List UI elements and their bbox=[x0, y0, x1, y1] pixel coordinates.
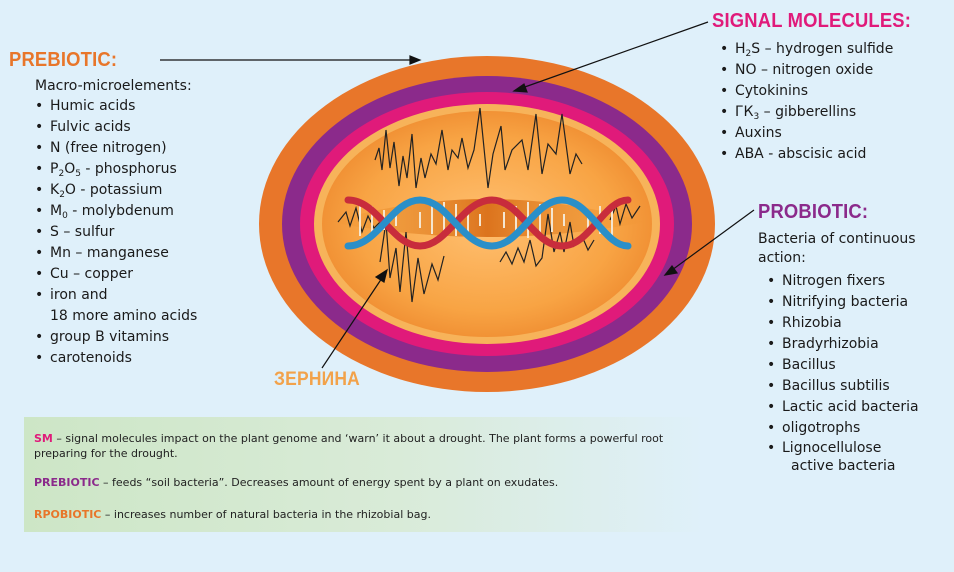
list-item: iron and bbox=[35, 285, 197, 306]
list-item: N (free nitrogen) bbox=[35, 138, 197, 159]
legend-box: SM – signal molecules impact on the plan… bbox=[24, 417, 704, 532]
prebiotic-subtitle: Macro-microelements: bbox=[35, 77, 197, 96]
list-item: P2O5 - phosphorus bbox=[35, 159, 197, 180]
list-item: group B vitamins bbox=[35, 327, 197, 348]
list-item: Bacillus subtilis bbox=[767, 376, 919, 397]
list-item: NO – nitrogen oxide bbox=[720, 60, 928, 81]
prebiotic-heading: PREBIOTIC: bbox=[9, 49, 182, 72]
probiotic-subtitle: Bacteria of continuous action: bbox=[758, 230, 919, 268]
list-item: K2O - potassium bbox=[35, 180, 197, 201]
signal-molecules-heading: SIGNAL MOLECULES: bbox=[712, 10, 911, 33]
list-item: Mn – manganese bbox=[35, 243, 197, 264]
list-item: ABA - abscisic acid bbox=[720, 144, 928, 165]
list-item: Humic acids bbox=[35, 96, 197, 117]
legend-prebiotic: PREBIOTIC – feeds “soil bacteria”. Decre… bbox=[34, 475, 694, 490]
list-item: Lignocellulose bbox=[767, 439, 919, 457]
prebiotic-panel: PREBIOTIC: Macro-microelements: Humic ac… bbox=[9, 49, 197, 369]
list-item: Lactic acid bacteria bbox=[767, 397, 919, 418]
list-item: Bacillus bbox=[767, 355, 919, 376]
probiotic-list: Nitrogen fixers Nitrifying bacteria Rhiz… bbox=[767, 271, 919, 475]
probiotic-heading: PROBIOTIC: bbox=[758, 201, 906, 224]
list-item: H2S – hydrogen sulfide bbox=[720, 39, 928, 60]
list-item: Cu – copper bbox=[35, 264, 197, 285]
list-item: oligotrophs bbox=[767, 418, 919, 439]
list-item: Nitrifying bacteria bbox=[767, 292, 919, 313]
list-item: S – sulfur bbox=[35, 222, 197, 243]
prebiotic-list: Humic acids Fulvic acids N (free nitroge… bbox=[35, 96, 197, 369]
list-item: Nitrogen fixers bbox=[767, 271, 919, 292]
list-item-continuation: active bacteria bbox=[767, 457, 919, 475]
list-item: Rhizobia bbox=[767, 313, 919, 334]
probiotic-panel: PROBIOTIC: Bacteria of continuous action… bbox=[758, 201, 919, 475]
seed-label: ЗЕРНИНА bbox=[274, 369, 360, 391]
list-item-continuation: 18 more amino acids bbox=[35, 306, 197, 327]
list-item: Bradyrhizobia bbox=[767, 334, 919, 355]
list-item: Fulvic acids bbox=[35, 117, 197, 138]
signal-molecules-list: H2S – hydrogen sulfide NO – nitrogen oxi… bbox=[720, 39, 928, 165]
legend-sm: SM – signal molecules impact on the plan… bbox=[34, 431, 694, 461]
list-item: Auxins bbox=[720, 123, 928, 144]
list-item: M0 - molybdenum bbox=[35, 201, 197, 222]
signal-molecules-panel: SIGNAL MOLECULES: H2S – hydrogen sulfide… bbox=[712, 10, 928, 165]
list-item: Cytokinins bbox=[720, 81, 928, 102]
legend-rpobiotic: RPOBIOTIC – increases number of natural … bbox=[34, 507, 694, 522]
list-item: ГК3 – gibberellins bbox=[720, 102, 928, 123]
list-item: carotenoids bbox=[35, 348, 197, 369]
